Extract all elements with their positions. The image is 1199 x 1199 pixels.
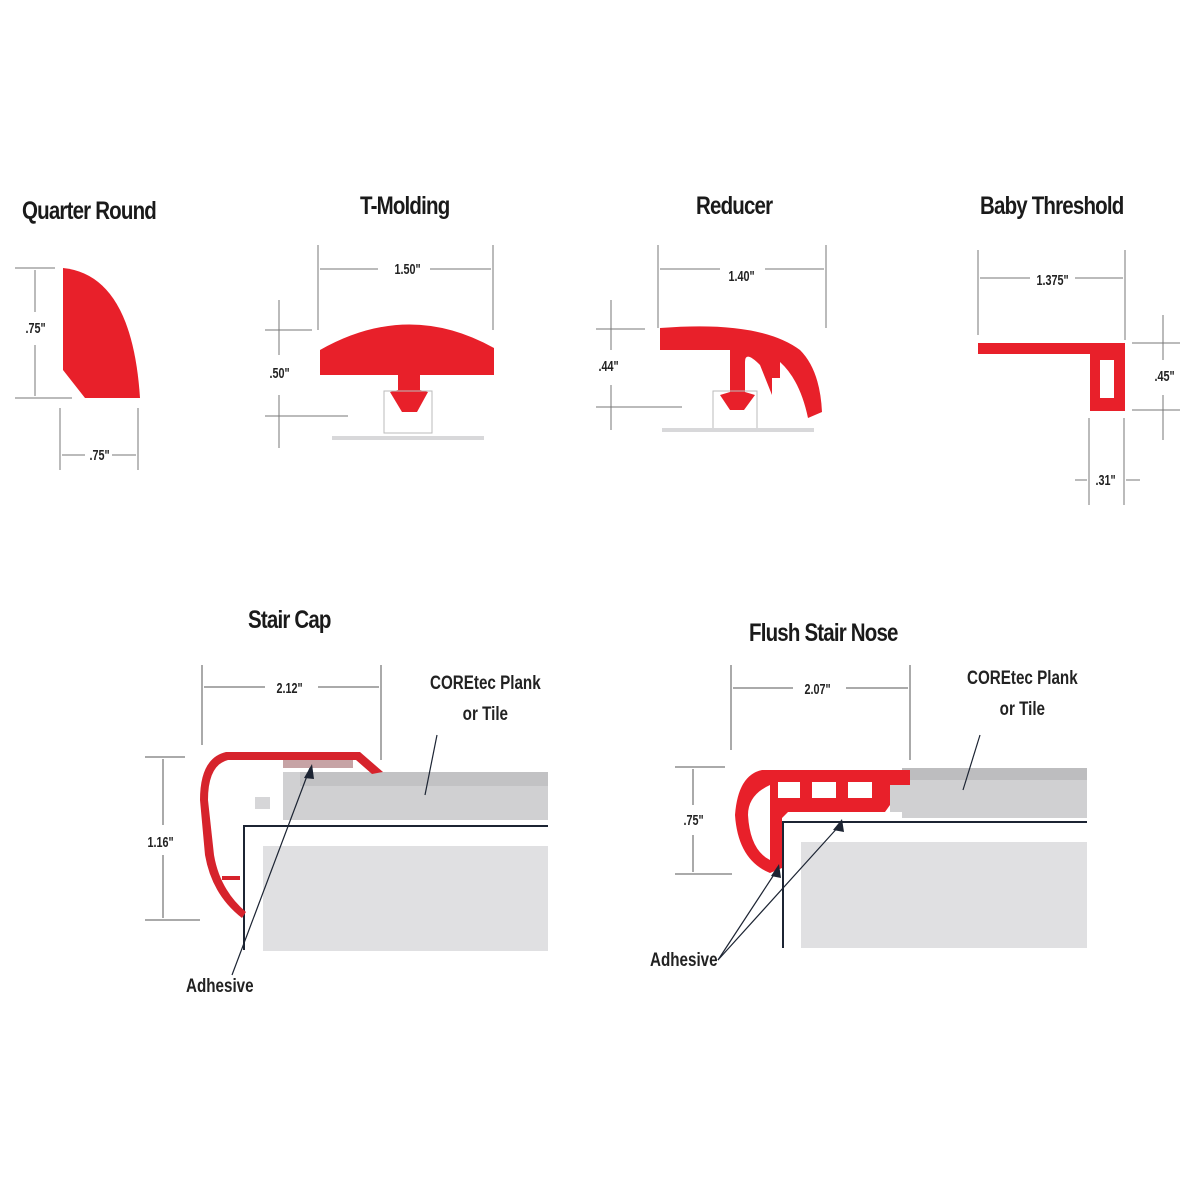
flush-stair-nose-height-label: .75": [682, 812, 706, 829]
flush-stair-nose-drawing: [675, 665, 1087, 961]
reducer-height-label: .44": [597, 358, 621, 375]
stair-cap-plank-callout: COREtec Plank or Tile: [430, 667, 541, 732]
flush-stair-nose-profile: [735, 770, 910, 873]
t-molding-width-label: 1.50": [393, 261, 423, 278]
t-molding-drawing: [265, 245, 494, 448]
reducer-width-label: 1.40": [727, 268, 757, 285]
quarter-round-drawing: [15, 267, 140, 470]
quarter-round-title: Quarter Round: [22, 197, 157, 225]
quarter-round-profile: [63, 268, 140, 398]
quarter-round-height-label: .75": [24, 320, 48, 337]
flush-stair-nose-tread-edge: [782, 821, 1087, 948]
flush-stair-nose-adhesive-callout: Adhesive: [650, 950, 718, 971]
t-molding-track: [383, 390, 433, 434]
flush-stair-nose-dimension-lines: [675, 665, 911, 875]
reducer-drawing: [596, 245, 827, 432]
stair-cap-width-label: 2.12": [275, 680, 305, 697]
reducer-dimension-lines: [596, 245, 827, 430]
flush-stair-nose-width-label: 2.07": [803, 681, 833, 698]
stair-cap-subfloor: [263, 846, 548, 951]
baby-threshold-drawing: [977, 250, 1180, 505]
t-molding-dimension-lines: [265, 245, 494, 448]
baby-threshold-title: Baby Threshold: [980, 192, 1124, 220]
stair-cap-leader-lines: [231, 734, 438, 976]
t-molding-floor: [332, 436, 484, 440]
baby-threshold-profile: [978, 343, 1125, 411]
flush-stair-nose-adhesive-arrow-icon-2: [771, 864, 781, 878]
quarter-round-width-label: .75": [88, 447, 112, 464]
flush-stair-nose-adhesive-arrow-icon: [833, 819, 844, 832]
quarter-round-dimension-lines: [15, 267, 139, 470]
stair-cap-dimension-lines: [145, 665, 382, 921]
stair-cap-adhesive-callout: Adhesive: [186, 976, 254, 997]
flush-stair-nose-plank-callout: COREtec Plank or Tile: [967, 662, 1078, 727]
stair-cap-plank-line2: or Tile: [462, 704, 508, 725]
stair-cap-tread-edge: [243, 825, 548, 950]
stair-cap-height-label: 1.16": [146, 834, 176, 851]
flush-stair-nose-subfloor: [801, 842, 1087, 948]
flush-stair-nose-plank-line2: or Tile: [999, 699, 1045, 720]
baby-threshold-height-label: .45": [1153, 368, 1177, 385]
stair-cap-title: Stair Cap: [248, 606, 331, 634]
reducer-floor: [662, 428, 814, 432]
baby-threshold-dimension-lines: [977, 250, 1180, 505]
baby-threshold-width-label: 1.375": [1035, 272, 1071, 289]
flush-stair-nose-title: Flush Stair Nose: [749, 619, 898, 647]
flush-stair-nose-leader-lines: [717, 734, 981, 961]
reducer-title: Reducer: [696, 192, 773, 220]
t-molding-title: T-Molding: [360, 192, 450, 220]
t-molding-profile: [320, 324, 494, 412]
flush-stair-nose-plank-line1: COREtec Plank: [967, 668, 1078, 689]
baby-threshold-leg-width-label: .31": [1094, 472, 1118, 489]
reducer-profile: [660, 326, 822, 418]
stair-cap-drawing: [145, 665, 548, 976]
stair-cap-adhesive-arrow-icon: [304, 764, 314, 779]
t-molding-height-label: .50": [268, 365, 292, 382]
stair-cap-plank-line1: COREtec Plank: [430, 673, 541, 694]
